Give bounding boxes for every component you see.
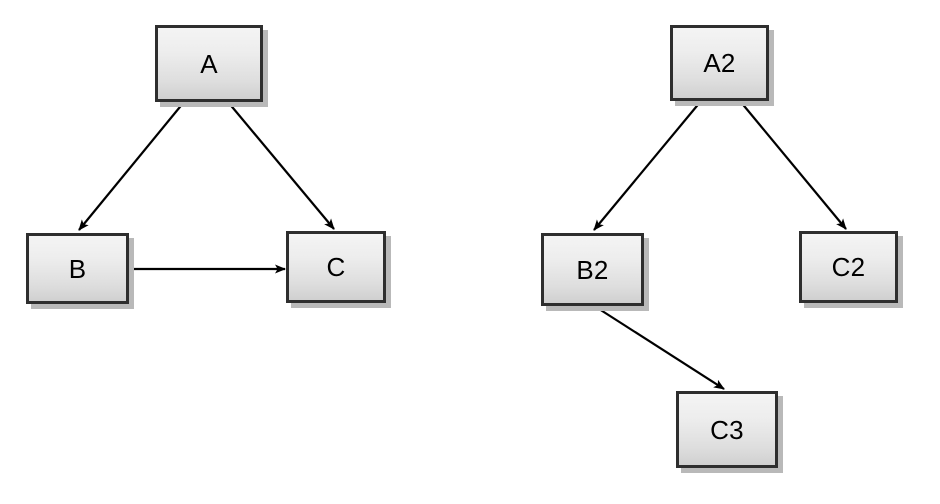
node-a[interactable]: A [155,25,263,102]
edge-a-to-b [78,101,185,231]
edge-a-to-c [227,101,335,230]
node-label: B2 [576,254,609,285]
edge-a2-to-b2 [593,100,702,231]
node-label: C [326,252,346,282]
node-a2[interactable]: A2 [670,25,769,101]
node-label: A [200,48,218,79]
node-b2[interactable]: B2 [541,233,644,306]
node-c[interactable]: C [286,231,386,303]
node-c3[interactable]: C3 [676,391,778,468]
edge-a2-to-c2 [739,100,847,230]
node-b[interactable]: B [26,233,129,304]
node-c2[interactable]: C2 [799,231,898,303]
node-label: C2 [831,252,866,282]
node-label: B [68,253,87,284]
edge-group [78,100,847,390]
edge-b2-to-c3 [595,306,725,390]
node-label: C3 [710,414,744,445]
node-label: A2 [703,48,736,78]
